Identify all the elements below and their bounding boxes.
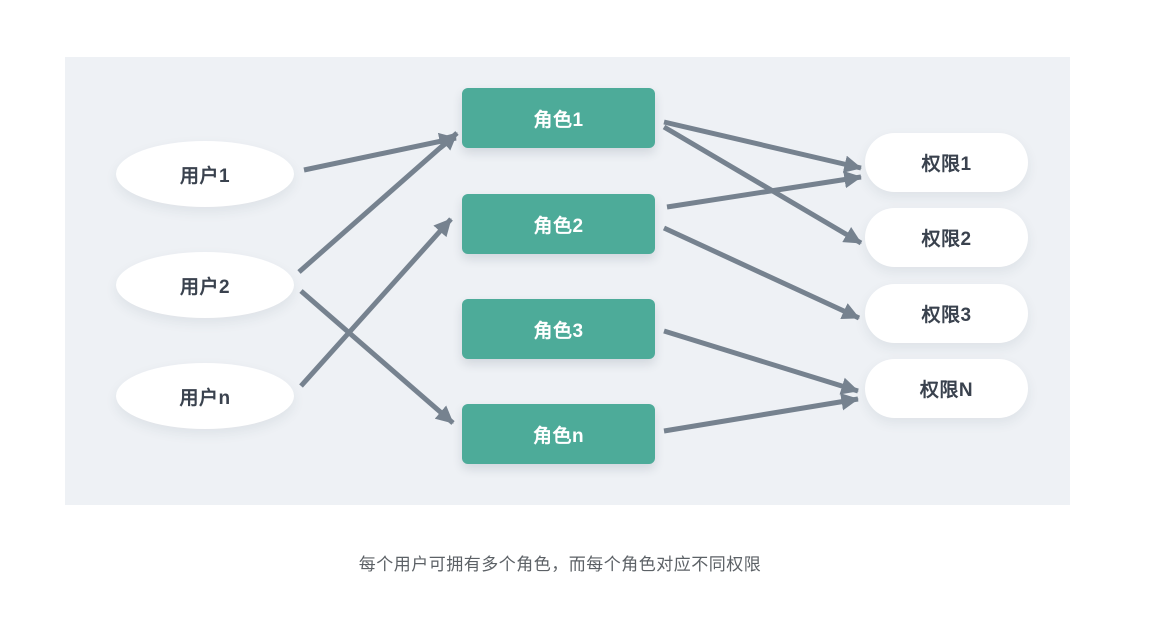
usern-label: 用户n xyxy=(179,387,231,409)
role1-node: 角色1 xyxy=(462,88,655,148)
perm3-node: 权限3 xyxy=(865,284,1028,343)
role3-label: 角色3 xyxy=(533,320,584,342)
usern-node: 用户n xyxy=(116,363,294,429)
perm2-node: 权限2 xyxy=(865,208,1028,267)
user2-label: 用户2 xyxy=(179,276,231,298)
role2-label: 角色2 xyxy=(533,215,584,237)
perm3-label: 权限3 xyxy=(921,305,972,326)
perm1-node: 权限1 xyxy=(865,133,1028,192)
caption: 每个用户可拥有多个角色，而每个角色对应不同权限 xyxy=(358,555,762,574)
permN-node: 权限N xyxy=(865,359,1028,418)
permN-label: 权限N xyxy=(919,380,974,401)
rolen-label: 角色n xyxy=(532,425,585,447)
perm1-label: 权限1 xyxy=(921,154,972,175)
rolen-node: 角色n xyxy=(462,404,655,464)
user2-node: 用户2 xyxy=(116,252,294,318)
role1-label: 角色1 xyxy=(533,109,584,131)
role2-node: 角色2 xyxy=(462,194,655,254)
perm2-label: 权限2 xyxy=(921,229,972,250)
role3-node: 角色3 xyxy=(462,299,655,359)
user1-node: 用户1 xyxy=(116,141,294,207)
user1-label: 用户1 xyxy=(179,165,231,187)
